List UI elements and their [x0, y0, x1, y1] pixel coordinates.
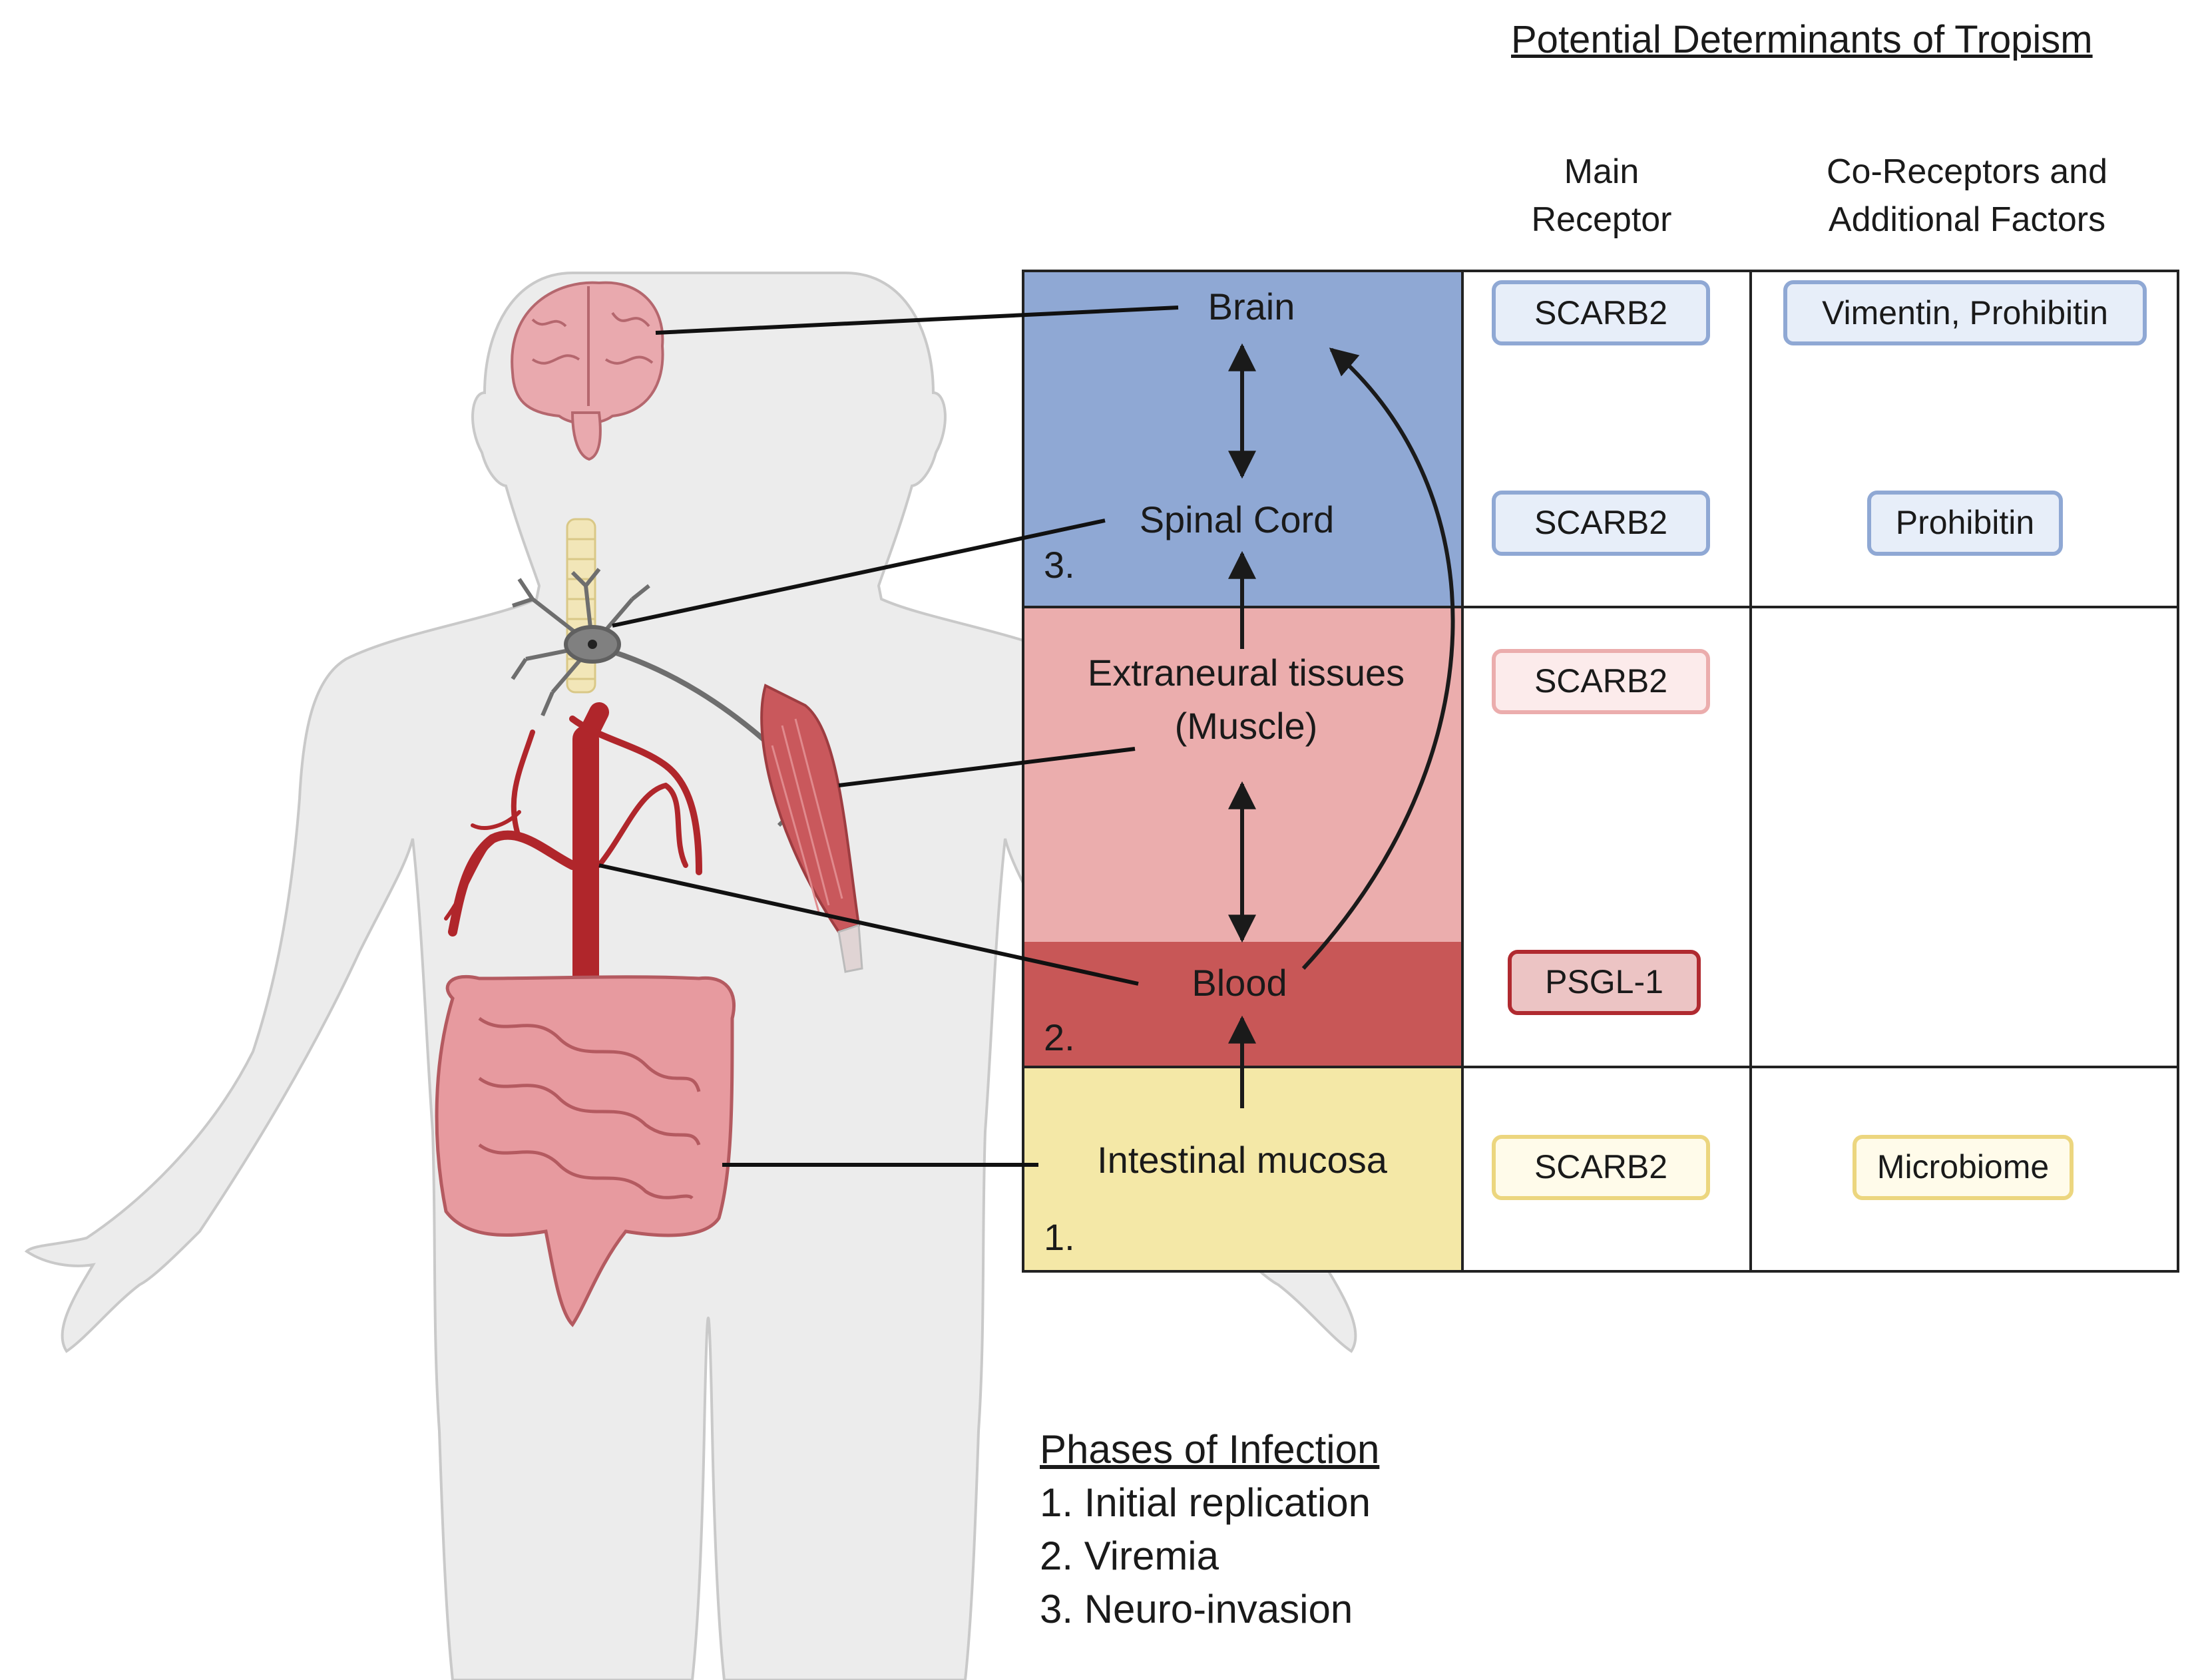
label-intestinal: Intestinal mucosa [1097, 1139, 1388, 1181]
brain-illustration [511, 281, 664, 461]
receptor-box-brain-main: SCARB2 [1492, 280, 1710, 345]
arrow-blood-brain-curve [1301, 347, 1455, 970]
connector-brain [655, 306, 1179, 335]
receptor-brain-co-text: Vimentin, Prohibitin [1822, 294, 2108, 331]
label-extraneural-line1: Extraneural tissues [1088, 652, 1405, 694]
spinal-cord-illustration [566, 518, 596, 694]
receptor-brain-main-text: SCARB2 [1534, 294, 1667, 331]
intestines-illustration [435, 974, 736, 1327]
receptor-box-blood-main: PSGL-1 [1508, 950, 1701, 1015]
label-brain: Brain [1208, 286, 1295, 327]
connector-spinal [612, 519, 1106, 628]
receptor-box-intestinal-co: Microbiome [1853, 1135, 2074, 1200]
label-extraneural-line2: (Muscle) [1175, 705, 1318, 747]
legend-title: Phases of Infection [1040, 1427, 1380, 1472]
main-receptor-header-line2: Receptor [1531, 200, 1672, 239]
legend-item-3: 3. Neuro-invasion [1040, 1587, 1353, 1631]
legend-item-1: 1. Initial replication [1040, 1480, 1371, 1525]
phase-number-3: 3. [1044, 544, 1075, 586]
receptor-muscle-main-text: SCARB2 [1534, 662, 1667, 700]
receptor-spinal-main-text: SCARB2 [1534, 504, 1667, 541]
phase-numbers: 3. 2. 1. [1044, 544, 1075, 1258]
muscle-illustration [760, 684, 863, 973]
connector-lines [598, 306, 1179, 1167]
receptor-boxes: SCARB2 Vimentin, Prohibitin SCARB2 Prohi… [1492, 280, 2147, 1200]
legend-item-2: 2. Viremia [1040, 1534, 1219, 1578]
phases-legend: Phases of Infection 1. Initial replicati… [1040, 1423, 1379, 1636]
receptor-box-spinal-main: SCARB2 [1492, 491, 1710, 556]
label-blood: Blood [1192, 962, 1287, 1004]
co-receptors-header-line1: Co-Receptors and [1827, 152, 2107, 191]
receptor-blood-main-text: PSGL-1 [1545, 963, 1663, 1000]
receptor-box-muscle-main: SCARB2 [1492, 649, 1710, 714]
receptor-box-spinal-co: Prohibitin [1867, 491, 2063, 556]
phase-number-2: 2. [1044, 1016, 1075, 1058]
receptor-box-brain-co: Vimentin, Prohibitin [1783, 280, 2147, 345]
flow-arrows [1228, 343, 1455, 1108]
blood-vessels-illustration [444, 702, 702, 1012]
co-receptors-header: Co-Receptors and Additional Factors [1751, 148, 2183, 244]
receptor-intestinal-main-text: SCARB2 [1534, 1148, 1667, 1185]
connector-blood [598, 863, 1139, 986]
label-spinal-cord: Spinal Cord [1140, 499, 1335, 540]
phase-panels [1023, 271, 1462, 1271]
main-receptor-header: Main Receptor [1462, 148, 1741, 244]
main-receptor-header-line1: Main [1564, 152, 1640, 191]
phase-number-1: 1. [1044, 1216, 1075, 1258]
table-grid [1022, 270, 2179, 1273]
connector-muscle [838, 747, 1136, 787]
stage-labels: Brain Spinal Cord Extraneural tissues (M… [1088, 286, 1405, 1181]
receptor-intestinal-co-text: Microbiome [1877, 1148, 2049, 1185]
figure-title: Potential Determinants of Tropism [1511, 18, 2093, 61]
receptor-spinal-co-text: Prohibitin [1896, 504, 2034, 541]
co-receptors-header-line2: Additional Factors [1828, 200, 2106, 239]
receptor-box-intestinal-main: SCARB2 [1492, 1135, 1710, 1200]
